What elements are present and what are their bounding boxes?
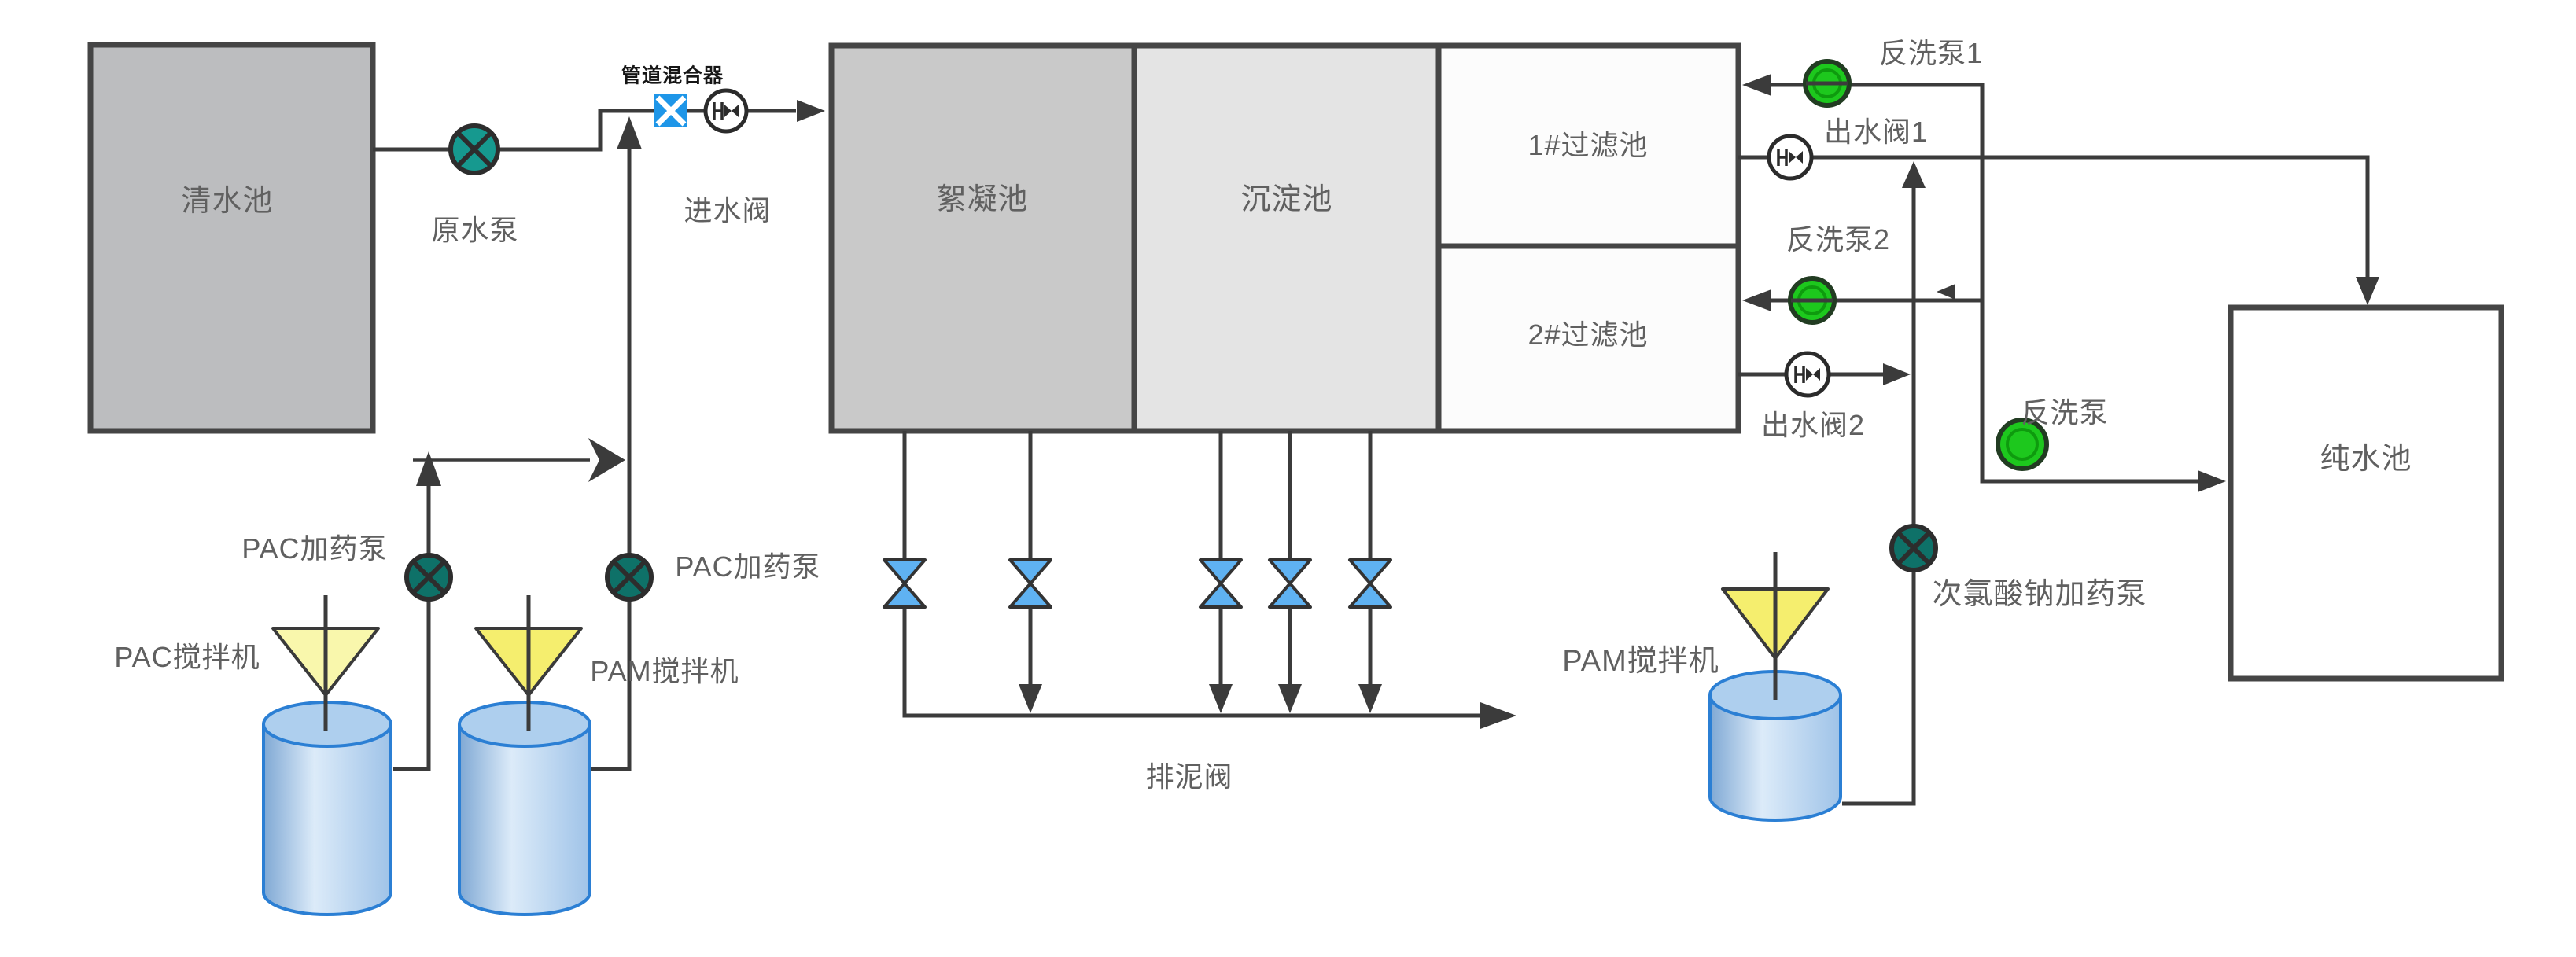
arrow-backwash-into-pure-tank [2198,470,2226,492]
arrow-sludge-down-4 [1278,684,1302,713]
label-outlet-valve-2: 出水阀2 [1760,409,1866,442]
inlet-valve-icon[interactable] [703,88,749,134]
label-pac-agitator: PAC搅拌机 [114,641,260,674]
vessel-sedimentation-tank [1131,42,1442,434]
arrow-inlet-to-flocculation [797,100,825,122]
pac-dosing-pump-2-icon[interactable] [605,553,654,602]
arrow-sludge-down-3 [1209,684,1233,713]
outlet-valve-1-icon[interactable] [1767,134,1814,181]
pipe-pac-dosing-riser [393,484,431,771]
pipe-filtrate-riser [1842,186,1916,806]
sludge-valve-3-icon[interactable] [1199,558,1243,609]
vessel-pure-water-tank [2228,304,2504,682]
pipe-sludge-drain-1 [902,431,1482,718]
sludge-valve-4-icon[interactable] [1268,558,1312,609]
arrow-pam-dosing-up [617,116,642,149]
label-pam-agitator-1: PAM搅拌机 [590,655,739,688]
backwash-pump-1-icon[interactable] [1803,59,1852,108]
label-sedimentation-tank: 沉淀池 [1240,183,1333,217]
arrow-pac-branch-right [588,438,625,482]
label-backwash-pump-1: 反洗泵1 [1878,37,1984,70]
label-inlet-valve: 进水阀 [684,194,772,227]
arrow-backwash2-into-filter2 [1742,289,1771,311]
arrow-outlet2-right [1883,363,1911,385]
label-pac-dosing-pump-2: PAC加药泵 [675,550,821,583]
label-flocculation-tank: 絮凝池 [936,183,1029,217]
arrow-small-tick [1937,284,1955,300]
pipe-backwash-1 [1770,83,2199,484]
pam-solution-tank-1 [458,701,591,916]
vessel-clear-water-tank [87,42,376,434]
sludge-valve-5-icon[interactable] [1348,558,1392,609]
label-pam-agitator-2: PAM搅拌机 [1562,645,1719,679]
backwash-pump-icon[interactable] [1996,418,2049,471]
pipe-mixer-icon [654,94,687,127]
sludge-valve-1-icon[interactable] [883,558,927,609]
outlet-valve-2-icon[interactable] [1784,351,1831,398]
arrow-outlet1-into-pure-tank [2356,277,2379,305]
vessel-filter-2 [1435,243,1741,434]
label-sludge-valves: 排泥阀 [1145,760,1233,793]
label-backwash-pump-2: 反洗泵2 [1786,223,1891,256]
label-naclo-dosing-pump: 次氯酸钠加药泵 [1932,578,2147,612]
arrow-sludge-collector-right [1480,702,1516,729]
pac-solution-tank [262,701,392,916]
arrow-pac-dosing-up [416,451,441,486]
label-pure-water-tank: 纯水池 [2320,443,2412,477]
pipe-pam-dosing-riser [591,148,632,771]
arrow-filtrate-riser-up [1902,161,1926,188]
arrow-backwash1-into-filter1 [1742,74,1771,96]
vessel-filter-1 [1435,42,1741,249]
label-pipe-mixer: 管道混合器 [621,64,724,87]
raw-water-pump-icon[interactable] [448,123,500,175]
arrow-sludge-down-2 [1019,684,1042,713]
pac-dosing-pump-1-icon[interactable] [404,553,453,602]
vessel-flocculation-tank [828,42,1137,434]
label-filter-2: 2#过滤池 [1528,318,1649,352]
label-pac-dosing-pump-1: PAC加药泵 [241,532,388,565]
sludge-valve-2-icon[interactable] [1008,558,1052,609]
label-clear-water-tank: 清水池 [181,185,274,219]
backwash-pump-2-icon[interactable] [1788,276,1837,325]
label-outlet-valve-1: 出水阀1 [1823,116,1929,149]
arrow-sludge-down-5 [1358,684,1382,713]
pipe-outlet-1 [1738,155,2370,278]
label-backwash-pump: 反洗泵 [2021,396,2109,429]
pam-solution-tank-2 [1708,670,1842,822]
label-filter-1: 1#过滤池 [1528,129,1649,162]
label-raw-water-pump: 原水泵 [431,214,519,247]
naclo-dosing-pump-icon[interactable] [1889,524,1938,572]
